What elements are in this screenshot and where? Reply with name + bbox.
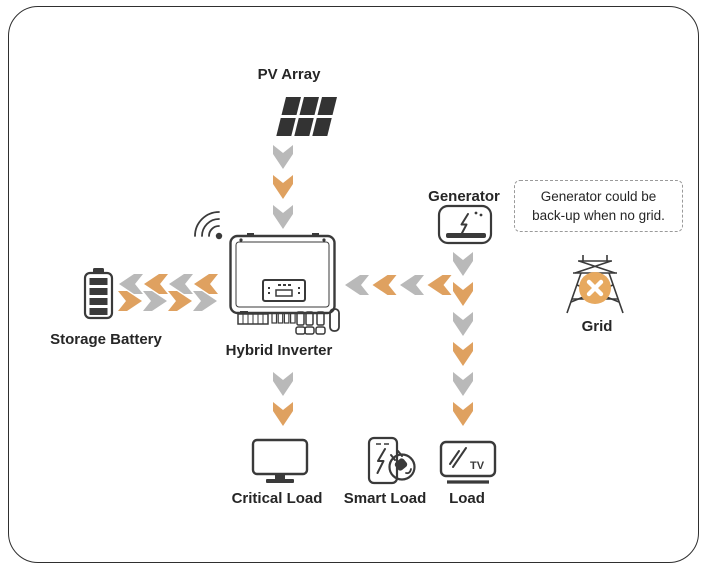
grid-blocked-icon [579,272,611,304]
critical-load-icon [251,438,309,483]
generator-note-line2: back-up when no grid. [532,208,665,223]
hybrid-inverter-label: Hybrid Inverter [225,342,333,359]
storage-battery-icon [83,268,114,320]
flow-inverter-to-battery [119,274,218,294]
flow-battery-to-inverter [118,291,217,311]
pv-array-label: PV Array [257,66,321,83]
grid-tower-icon [566,255,624,314]
storage-battery-label: Storage Battery [50,331,162,348]
generator-label: Generator [428,188,500,205]
grid-label: Grid [581,318,613,335]
load-label: Load [449,490,485,507]
generator-note: Generator could be back-up when no grid. [514,180,683,232]
generator-note-line1: Generator could be [540,189,657,204]
load-tv-text: TV [470,460,485,472]
generator-icon [437,204,493,245]
pv-array-icon [276,97,337,136]
smart-load-icon [367,436,416,485]
plug-icon [390,450,412,475]
wifi-signal-icon [194,211,223,240]
hybrid-inverter-icon [229,233,340,335]
flow-inverter-to-critical-load [273,372,293,426]
smart-load-label: Smart Load [343,490,427,507]
flow-generator-to-inverter [345,275,452,295]
flow-pv-to-inverter [273,145,293,229]
load-icon: TV [439,440,497,484]
flow-generator-to-load [453,252,473,426]
critical-load-label: Critical Load [231,490,323,507]
